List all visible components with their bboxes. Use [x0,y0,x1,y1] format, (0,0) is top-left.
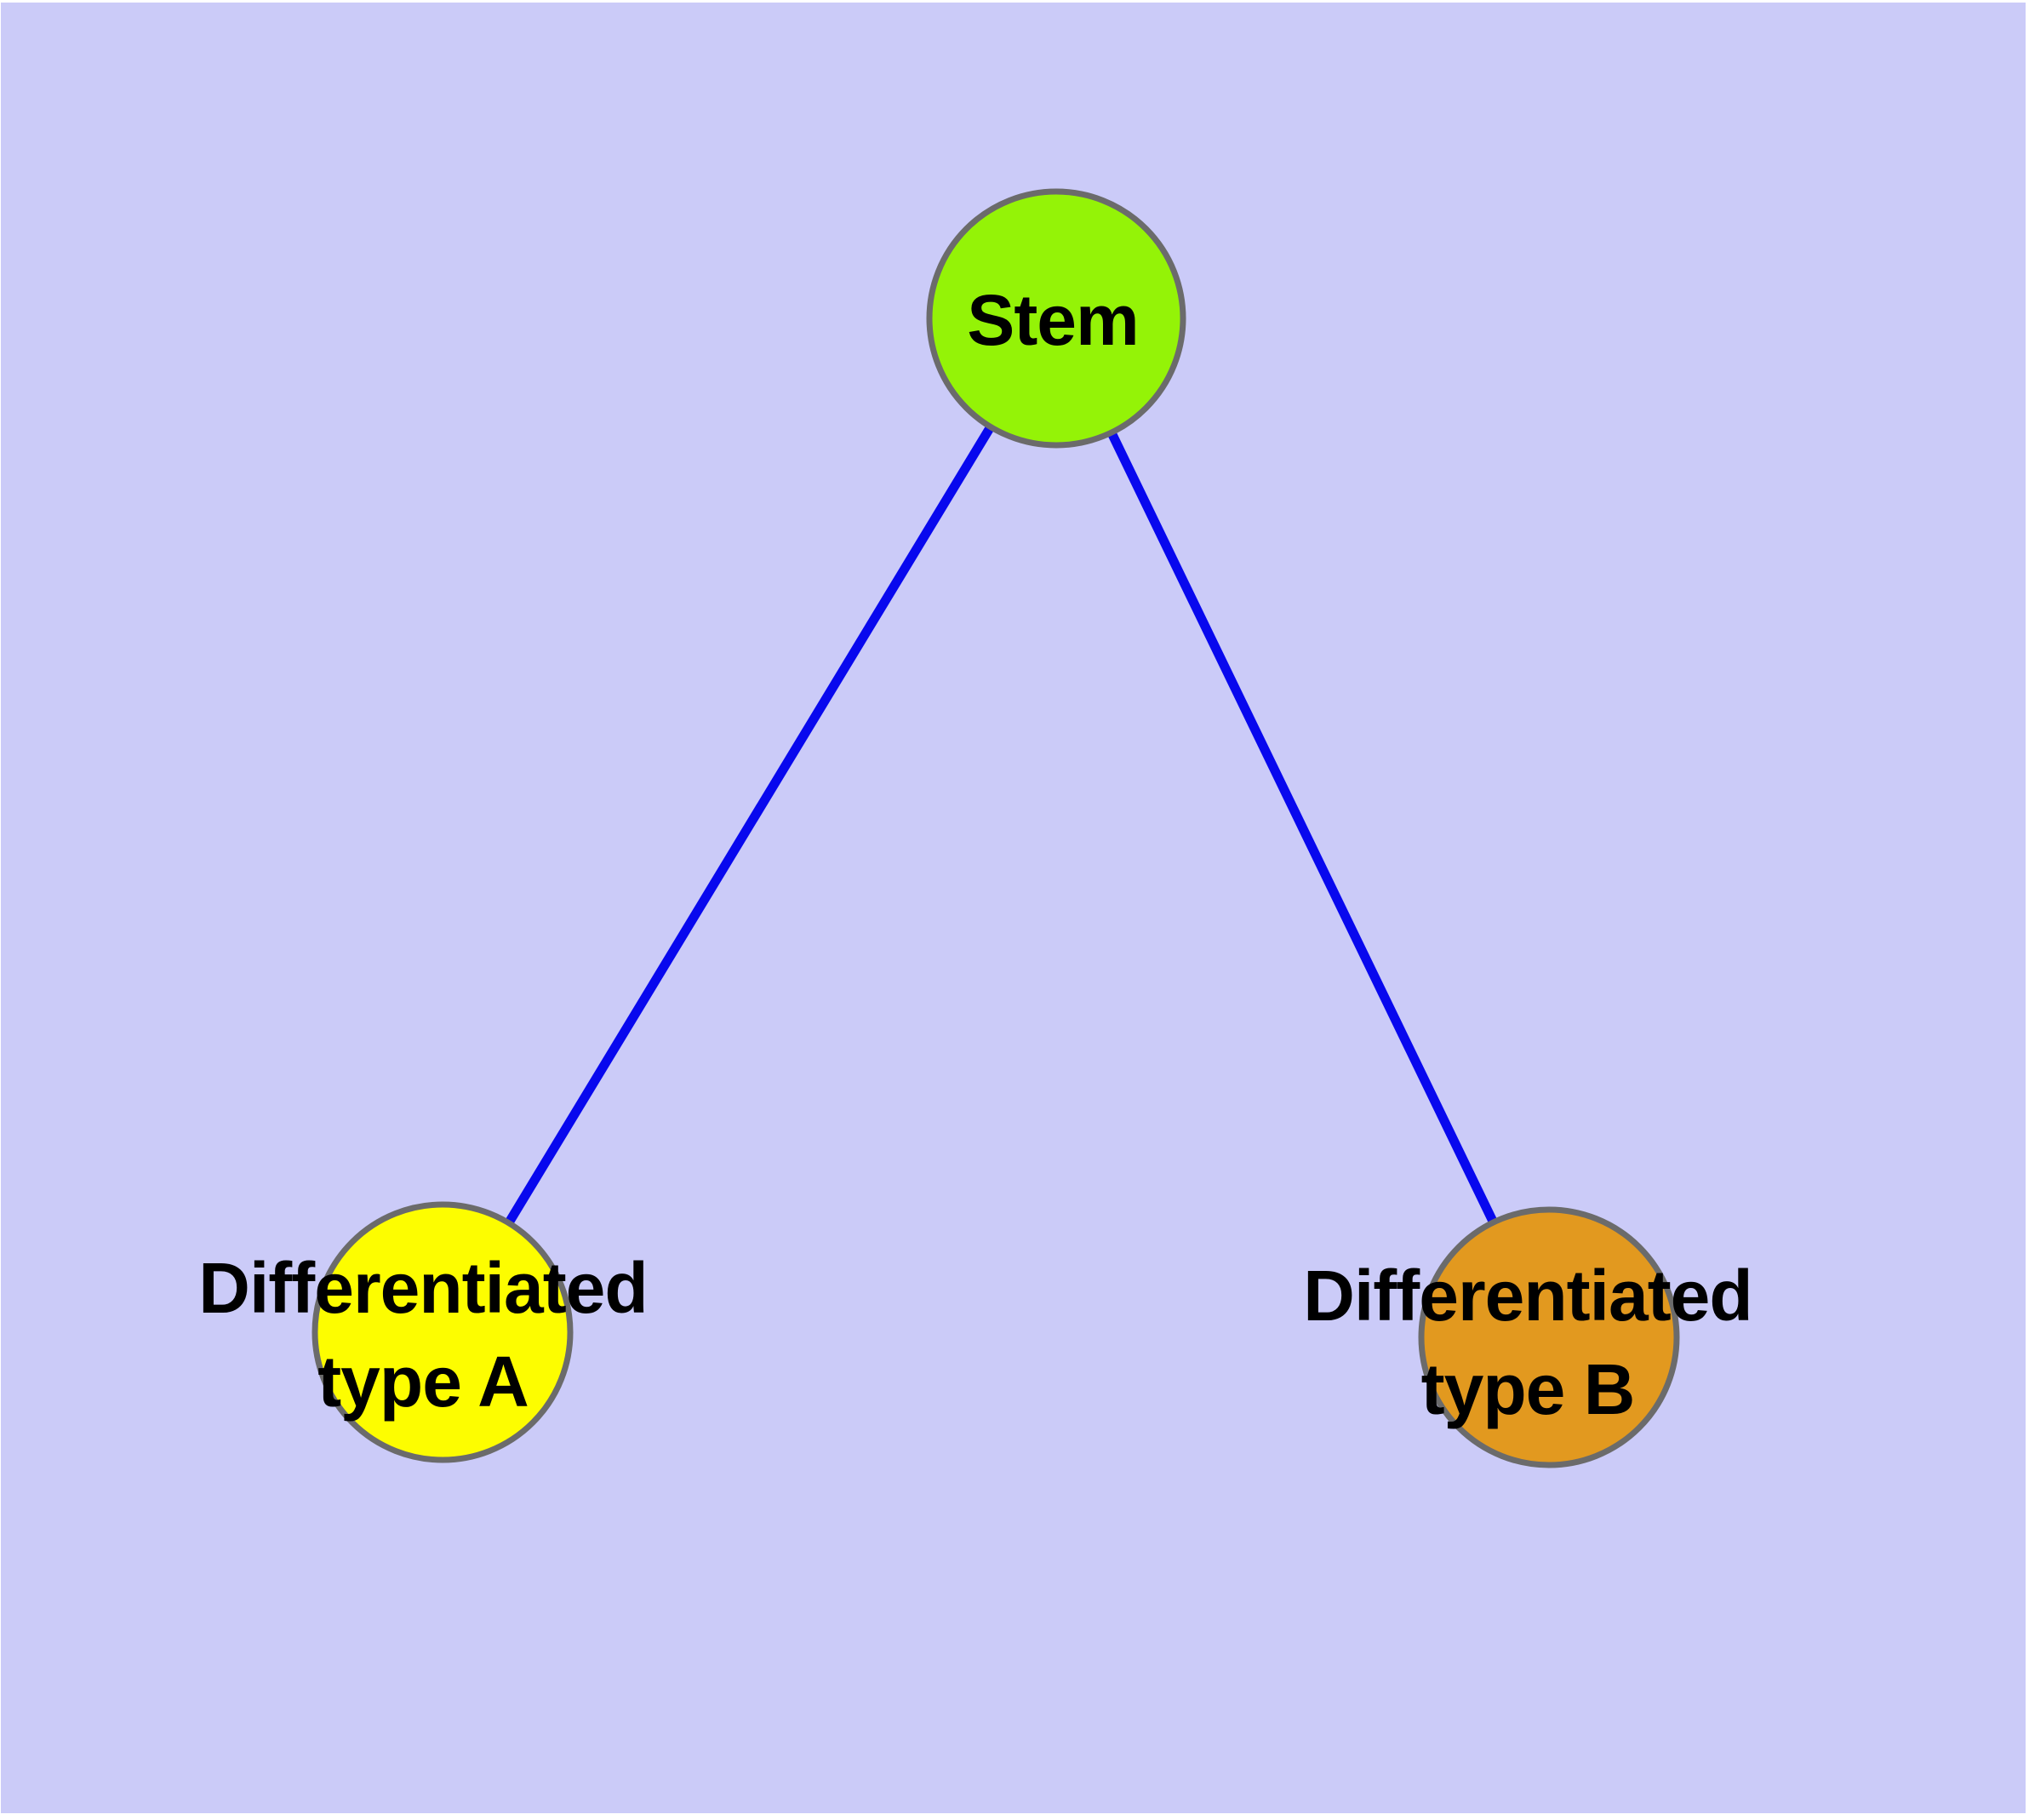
node-type-b-label: Differentiated type B [1303,1256,1752,1429]
edge-stem-to-type-a [438,316,1060,1335]
node-type-a-circle [311,1201,574,1463]
node-type-b-circle [1418,1206,1680,1468]
node-type-a-label: Differentiated type A [198,1248,648,1422]
edge-stem-to-type-b [1052,316,1553,1340]
node-stem-label: Stem [967,280,1139,360]
node-stem-circle [926,188,1186,449]
